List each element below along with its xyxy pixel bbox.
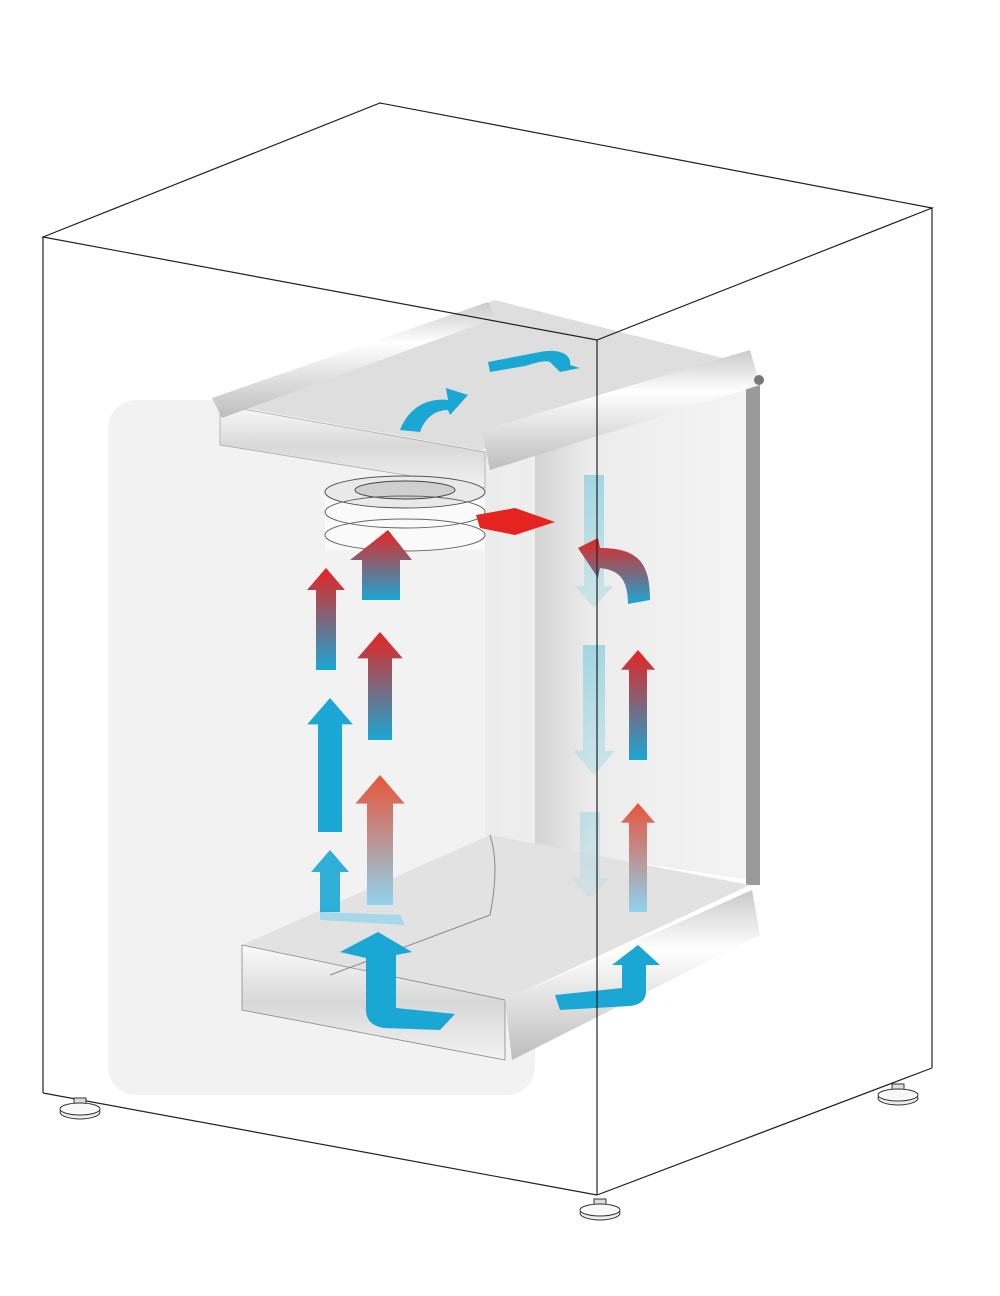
- arrow-up-warming-icon: [350, 530, 412, 600]
- arrow-curved-hot-icon: [476, 508, 555, 535]
- arrow-elbow-cool-icon: [555, 945, 660, 1010]
- airflow-arrows: [307, 350, 660, 1030]
- arrow-up-warming-icon: [357, 632, 403, 740]
- fan-icon: [324, 475, 486, 552]
- arrow-up-cool-icon: [307, 698, 353, 832]
- upper-pipe-right: [482, 350, 760, 470]
- inner-back-wall: [485, 380, 750, 880]
- arrow-curved-cool-icon: [400, 388, 468, 432]
- right-rail: [746, 385, 760, 885]
- arrow-down-cool-icon: [573, 645, 615, 775]
- arrow-down-cool-icon: [571, 812, 609, 900]
- foot-icon: [59, 1097, 101, 1120]
- upper-pipe-left: [212, 302, 496, 418]
- arrow-flow-cool-icon: [320, 912, 405, 925]
- bolt: [754, 375, 764, 385]
- tray-edge: [329, 834, 496, 976]
- upper-shelf-front: [219, 404, 486, 489]
- foot-icon: [579, 1198, 621, 1221]
- arrow-up-warming-icon: [620, 650, 656, 760]
- foot-icon: [877, 1083, 919, 1106]
- arrow-up-warming-icon: [307, 568, 345, 670]
- cabinet-outline: [40, 102, 935, 1196]
- arrow-elbow-cool-icon: [340, 932, 455, 1030]
- arrow-up-cool-icon: [311, 850, 349, 912]
- arrow-up-warming-icon: [355, 775, 405, 905]
- upper-shelf-top: [212, 300, 750, 450]
- arrow-curved-hot-icon: [578, 538, 650, 604]
- arrow-up-warming-icon: [620, 803, 656, 912]
- arrow-curved-cool-icon: [488, 350, 580, 372]
